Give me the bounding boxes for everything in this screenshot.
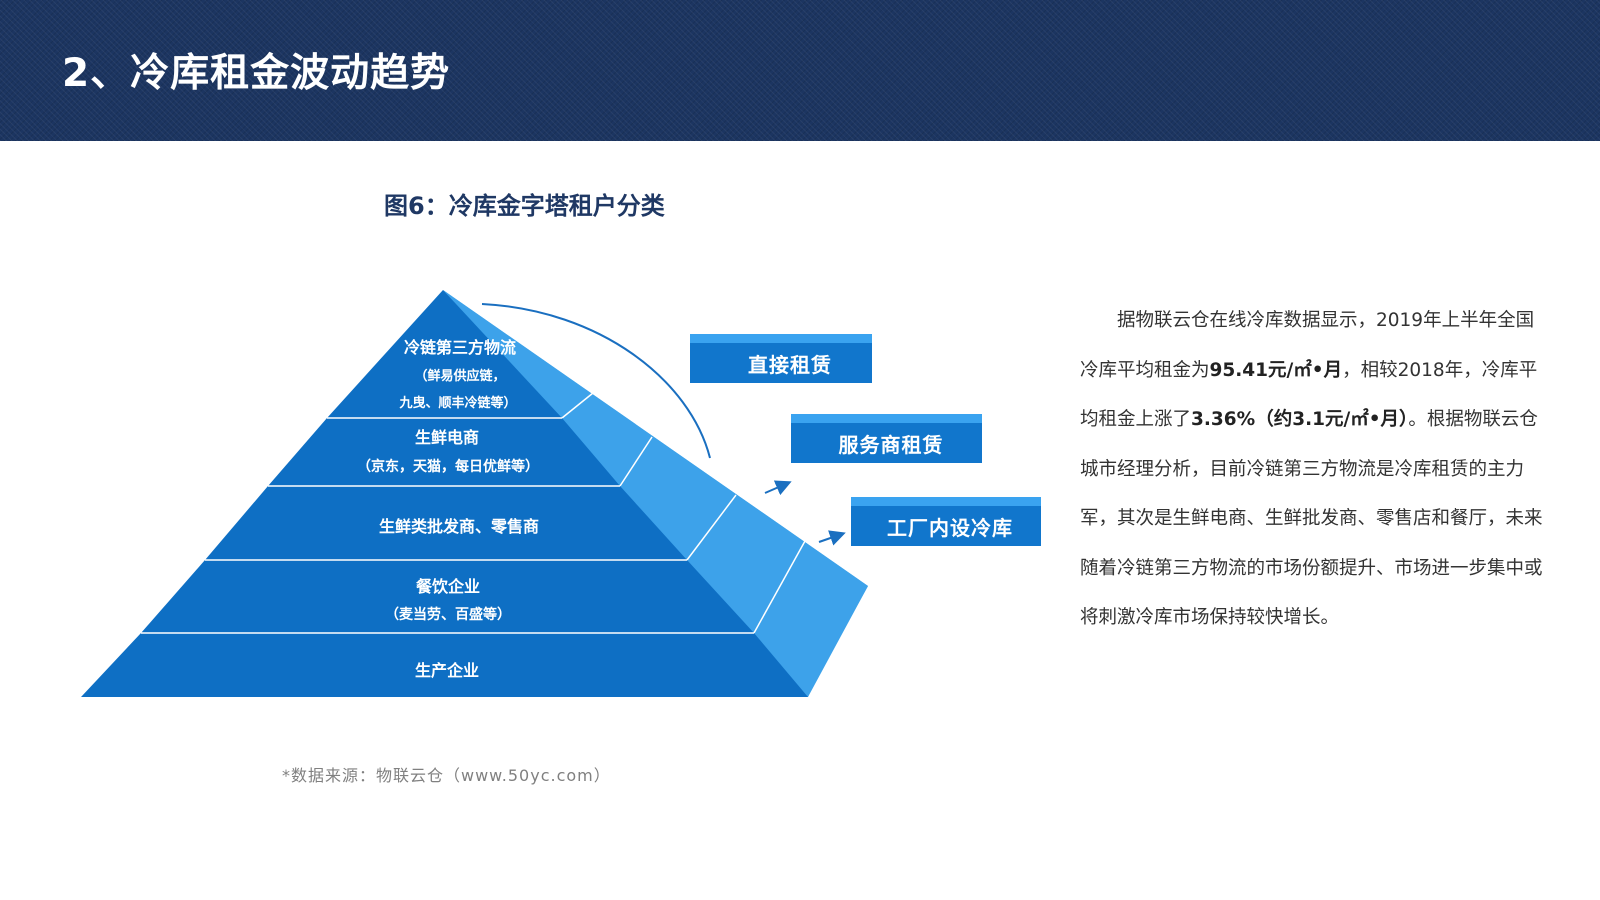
analysis-paragraph: 据物联云仓在线冷库数据显示，2019年上半年全国冷库平均租金为95.41元/㎡•…: [1080, 296, 1550, 643]
pyramid-front: [81, 290, 808, 697]
tier-2-sub: （京东，天猫，每日优鲜等）: [357, 458, 539, 475]
tier-4-sub: （麦当劳、百盛等）: [385, 606, 511, 623]
tier-1-label: 冷链第三方物流: [404, 338, 516, 357]
tier-4-shape: [141, 560, 754, 633]
arc-connector: [481, 303, 711, 459]
paragraph-part-2: ，相较2018年，冷库平均租金上涨了: [1080, 359, 1538, 431]
header-banner: 2、冷库租金波动趋势: [0, 0, 1600, 141]
tier-2-shape: [268, 418, 620, 486]
svg-text:直接租赁: 直接租赁: [748, 353, 832, 377]
paragraph-part-3: 。根据物联云仓城市经理分析，目前冷链第三方物流是冷库租赁的主力军，其次是生鲜电商…: [1080, 409, 1543, 628]
paragraph-part-1: 据物联云仓在线冷库数据显示，2019年上半年全国冷库平均租金为: [1080, 310, 1535, 381]
rent-increase-highlight: 3.36%（约3.1元/㎡•月）: [1191, 409, 1409, 430]
svg-text:工厂内设冷库: 工厂内设冷库: [887, 516, 1013, 540]
tier-1-sub2: 九曳、顺丰冷链等）: [398, 395, 516, 411]
category-box-service: 服务商租赁: [791, 414, 982, 463]
tier-1-sub: （鲜易供应链，: [414, 368, 505, 384]
category-box-factory: 工厂内设冷库: [851, 497, 1041, 546]
tier-4-label: 餐饮企业: [415, 577, 480, 596]
category-box-direct: 直接租赁: [690, 334, 872, 383]
tier-3-shape: [205, 486, 687, 560]
figure-title: 图6：冷库金字塔租户分类: [384, 192, 665, 220]
tier-3-label: 生鲜类批发商、零售商: [379, 517, 539, 536]
page-title: 2、冷库租金波动趋势: [62, 51, 451, 96]
tier-1-shape: [327, 290, 562, 418]
arrow-2: [818, 530, 846, 546]
arrow-1: [764, 480, 792, 496]
tier-5-shape: [81, 633, 808, 697]
avg-rent-highlight: 95.41元/㎡•月: [1209, 359, 1343, 381]
tier-2-label: 生鲜电商: [415, 428, 479, 447]
data-source-note: *数据来源：物联云仓（www.50yc.com）: [282, 766, 611, 785]
svg-text:服务商租赁: 服务商租赁: [839, 433, 944, 457]
tier-5-label: 生产企业: [415, 661, 479, 680]
pyramid-side-face: [443, 290, 868, 697]
